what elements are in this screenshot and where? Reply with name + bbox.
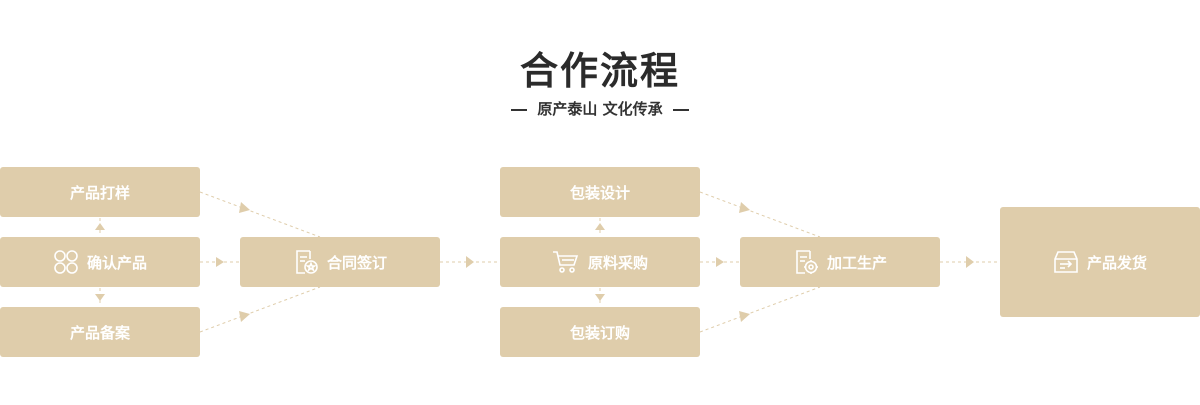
settings-doc-icon [796,250,818,274]
step-contract: 合同签订 [240,237,440,287]
contract-icon [296,250,318,274]
step-confirm: 确认产品 [0,237,200,287]
step-order-label: 包装订购 [569,323,630,342]
page-title: 合作流程 [519,48,680,93]
page-subtitle: 原产泰山 文化传承 [0,98,1200,119]
step-contract-label: 合同签订 [326,253,387,272]
step-design-label: 包装设计 [569,183,630,202]
step-sample-label: 产品打样 [69,183,130,202]
step-process: 加工生产 [740,237,940,287]
box-icon [1054,251,1078,273]
step-filing-label: 产品备案 [69,323,130,342]
grid-icon [54,250,78,274]
step-sample: 产品打样 [0,167,200,217]
step-order: 包装订购 [500,307,700,357]
subtitle-text: 原产泰山 文化传承 [537,100,663,118]
cart-icon [552,251,579,273]
step-purchase-label: 原料采购 [587,253,648,272]
subtitle-dash-right [672,108,689,111]
step-confirm-label: 确认产品 [86,253,147,272]
step-purchase: 原料采购 [500,237,700,287]
step-process-label: 加工生产 [826,253,887,272]
step-ship: 产品发货 [1000,207,1200,317]
step-filing: 产品备案 [0,307,200,357]
step-design: 包装设计 [500,167,700,217]
subtitle-dash-left [511,108,528,111]
step-ship-label: 产品发货 [1086,253,1147,272]
